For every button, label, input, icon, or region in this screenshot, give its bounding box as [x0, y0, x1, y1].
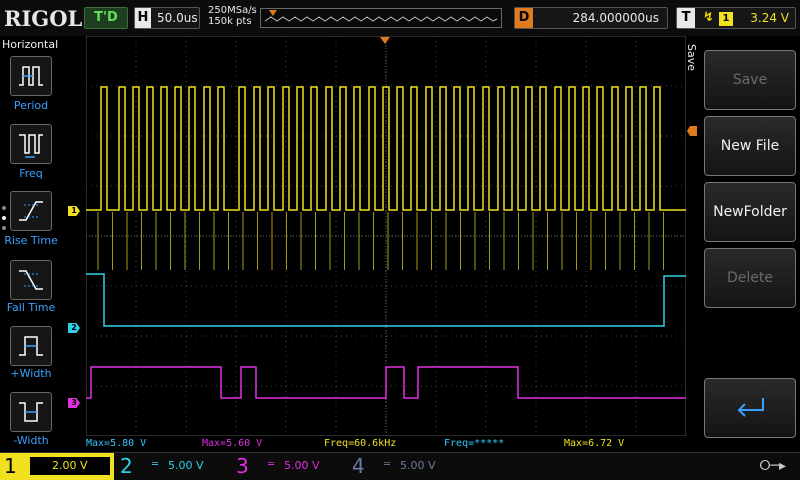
rising-edge-icon: ↯ [703, 10, 714, 25]
trigger-status-indicator: T'D [84, 7, 128, 29]
minus-width-label: -Width [13, 434, 49, 447]
ch1-ringing [97, 212, 664, 270]
enter-button[interactable] [704, 378, 796, 438]
ch2-waveform [86, 273, 686, 327]
ch2-coupling-icon: ═ [152, 459, 159, 470]
freq-icon [19, 134, 43, 158]
plus-width-label: +Width [10, 367, 52, 380]
minus-width-button[interactable] [10, 392, 52, 432]
horizontal-measure-panel: Horizontal Period Freq Rise Time Fall Ti… [0, 36, 62, 452]
top-status-bar: RIGOL T'D H 50.0us 250MSa/s 150k pts D 2… [0, 0, 800, 36]
ch1-offset-marker[interactable]: 1 [68, 206, 80, 216]
ch1-tab[interactable]: 1 ═ 2.00 V [0, 453, 114, 480]
freq-button[interactable] [10, 124, 52, 164]
ch3-number: 3 [236, 454, 249, 478]
rise-time-button[interactable] [10, 191, 52, 231]
ch2-number: 2 [120, 454, 133, 478]
rigol-logo: RIGOL [4, 6, 83, 31]
measurement-ch3-max: Max=5.60 V [202, 438, 263, 449]
waveform-display[interactable] [86, 36, 686, 452]
period-label: Period [13, 99, 49, 112]
delay-label: D [515, 8, 533, 28]
ch2-offset-marker[interactable]: 2 [68, 323, 80, 333]
ch4-tab[interactable]: 4 ═ 5.00 V [348, 453, 462, 480]
horizontal-scale-value: 50.0us [157, 11, 198, 25]
period-button[interactable] [10, 56, 52, 96]
ch3-coupling-icon: ═ [268, 459, 275, 470]
save-menu-tab: Save [685, 44, 698, 72]
plus-width-button[interactable] [10, 326, 52, 366]
memory-overview-waveform [264, 10, 498, 22]
fall-time-label: Fall Time [6, 301, 56, 314]
trigger-source: 1 [719, 12, 733, 26]
trigger-level: 3.24 V [750, 11, 789, 25]
delay-box[interactable]: D 284.000000us [514, 7, 668, 29]
ch2-scale: 5.00 V [168, 459, 204, 472]
save-menu-panel: Save New File NewFolder Delete [700, 36, 800, 452]
plus-width-icon [19, 336, 43, 356]
panel-title: Horizontal [2, 38, 59, 51]
horizontal-scale-box[interactable]: H 50.0us [134, 7, 200, 29]
period-icon [19, 66, 43, 86]
fall-time-button[interactable] [10, 260, 52, 300]
measurement-ch2-freq: Freq=***** [444, 438, 505, 449]
freq-label: Freq [19, 167, 43, 180]
ch1-waveform [86, 86, 686, 211]
save-button[interactable]: Save [704, 50, 796, 110]
waveform-grid [86, 36, 686, 436]
trigger-position-marker[interactable] [380, 37, 390, 44]
trigger-box[interactable]: T ↯ 1 3.24 V [676, 7, 796, 29]
ch1-number: 1 [4, 454, 17, 478]
ch3-tab[interactable]: 3 ═ 5.00 V [232, 453, 346, 480]
measurement-ch1-max: Max=5.80 V [86, 438, 147, 449]
new-file-button[interactable]: New File [704, 116, 796, 176]
delete-button[interactable]: Delete [704, 248, 796, 308]
minus-width-icon [19, 402, 43, 422]
rise-time-icon [19, 201, 43, 221]
delay-value: 284.000000us [572, 11, 659, 25]
trigger-label: T [677, 8, 695, 28]
ch1-scale: 2.00 V [30, 457, 110, 475]
ch4-number: 4 [352, 454, 365, 478]
memory-overview-strip[interactable] [260, 8, 502, 28]
fall-time-icon [19, 270, 43, 290]
horizontal-label: H [135, 8, 151, 28]
ch4-scale: 5.00 V [400, 459, 436, 472]
rise-time-label: Rise Time [4, 234, 58, 247]
sample-rate: 250MSa/s [208, 5, 257, 16]
new-folder-button[interactable]: NewFolder [704, 182, 796, 242]
trigger-level-marker[interactable] [687, 126, 697, 136]
channel-status-bar: 1 ═ 2.00 V 2 ═ 5.00 V 3 ═ 5.00 V 4 ═ 5.0… [0, 452, 800, 480]
acquisition-info: 250MSa/s 150k pts [208, 5, 257, 27]
ch3-waveform [86, 366, 686, 399]
ch3-scale: 5.00 V [284, 459, 320, 472]
measurement-ch1-freq: Freq=60.6kHz [324, 438, 397, 449]
memory-depth: 150k pts [208, 16, 252, 27]
page-indicator [2, 206, 8, 236]
ch3-offset-marker[interactable]: 3 [68, 398, 80, 408]
usb-icon: ⭘─▸ [759, 458, 786, 474]
measurement-ch1-max-2: Max=6.72 V [564, 438, 625, 449]
ch4-coupling-icon: ═ [384, 459, 391, 470]
enter-return-icon [737, 398, 764, 417]
ch2-tab[interactable]: 2 ═ 5.00 V [116, 453, 230, 480]
